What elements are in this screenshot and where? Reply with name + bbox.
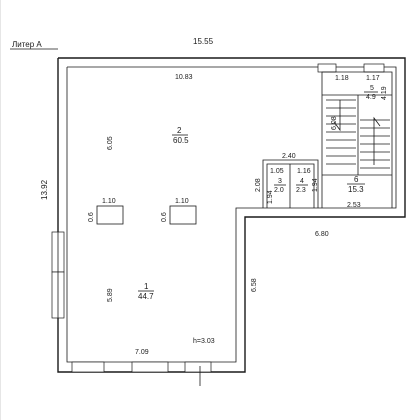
dim-7-09: 7.09 (135, 349, 149, 356)
dim-2-53: 2.53 (347, 202, 361, 209)
dim-1-05: 1.05 (270, 168, 284, 175)
dim-1-16: 1.16 (297, 168, 311, 175)
dim-6-08: 6.08 (331, 116, 338, 130)
dim-1-10b: 1.10 (175, 198, 189, 205)
dim-1-94a: 1.94 (267, 190, 274, 204)
dim-1-18: 1.18 (335, 75, 349, 82)
outer-wall (57, 57, 406, 373)
room-3-area: 2.0 (274, 187, 284, 194)
room-3-number: 3 (278, 178, 282, 185)
dim-2-40: 2.40 (282, 153, 296, 160)
room-6-number: 6 (354, 175, 359, 184)
room-3-4-walls (262, 159, 319, 208)
dim-1-17: 1.17 (366, 75, 380, 82)
overall-width: 15.55 (193, 37, 214, 46)
room-5-area: 4.9 (366, 94, 376, 101)
room-6-area: 15.3 (348, 185, 364, 194)
column-2 (169, 205, 197, 225)
dim-4-19: 4.19 (381, 86, 388, 100)
dim-0-6b: 0.6 (161, 212, 168, 222)
room-2-area: 60.5 (173, 136, 189, 145)
litera-label: Литер А (12, 40, 42, 49)
dim-6-58: 6.58 (251, 278, 258, 292)
room-2-number: 2 (177, 126, 182, 135)
dim-5-89: 5.89 (107, 288, 114, 302)
dim-2-08: 2.08 (255, 178, 262, 192)
dim-10-83: 10.83 (175, 74, 193, 81)
window-top-2 (363, 63, 385, 73)
room-4-area: 2.3 (296, 187, 306, 194)
stair-arrow (373, 116, 381, 165)
room-4-number: 4 (300, 178, 304, 185)
stair-arrow-2 (333, 100, 341, 132)
dim-1-10a: 1.10 (102, 198, 116, 205)
inner-wall (66, 66, 397, 363)
window-bottom-2 (131, 361, 169, 373)
ceiling-height: h=3.03 (193, 338, 215, 345)
dim-0-6a: 0.6 (88, 212, 95, 222)
window-bottom-3 (184, 361, 212, 373)
dim-6-80: 6.80 (315, 231, 329, 238)
stair-treads (326, 99, 390, 169)
overall-height: 13.92 (40, 179, 49, 200)
stair-walls (321, 71, 393, 208)
window-bottom-1 (71, 361, 105, 373)
dim-6-05: 6.05 (107, 136, 114, 150)
room-5-number: 5 (370, 85, 374, 92)
room-3-4-inner (266, 163, 315, 208)
dim-1-94b: 1.94 (312, 178, 319, 192)
room-1-area: 44.7 (138, 292, 154, 301)
column-1 (96, 205, 124, 225)
window-top-1 (317, 63, 337, 73)
room-1-number: 1 (144, 282, 149, 291)
